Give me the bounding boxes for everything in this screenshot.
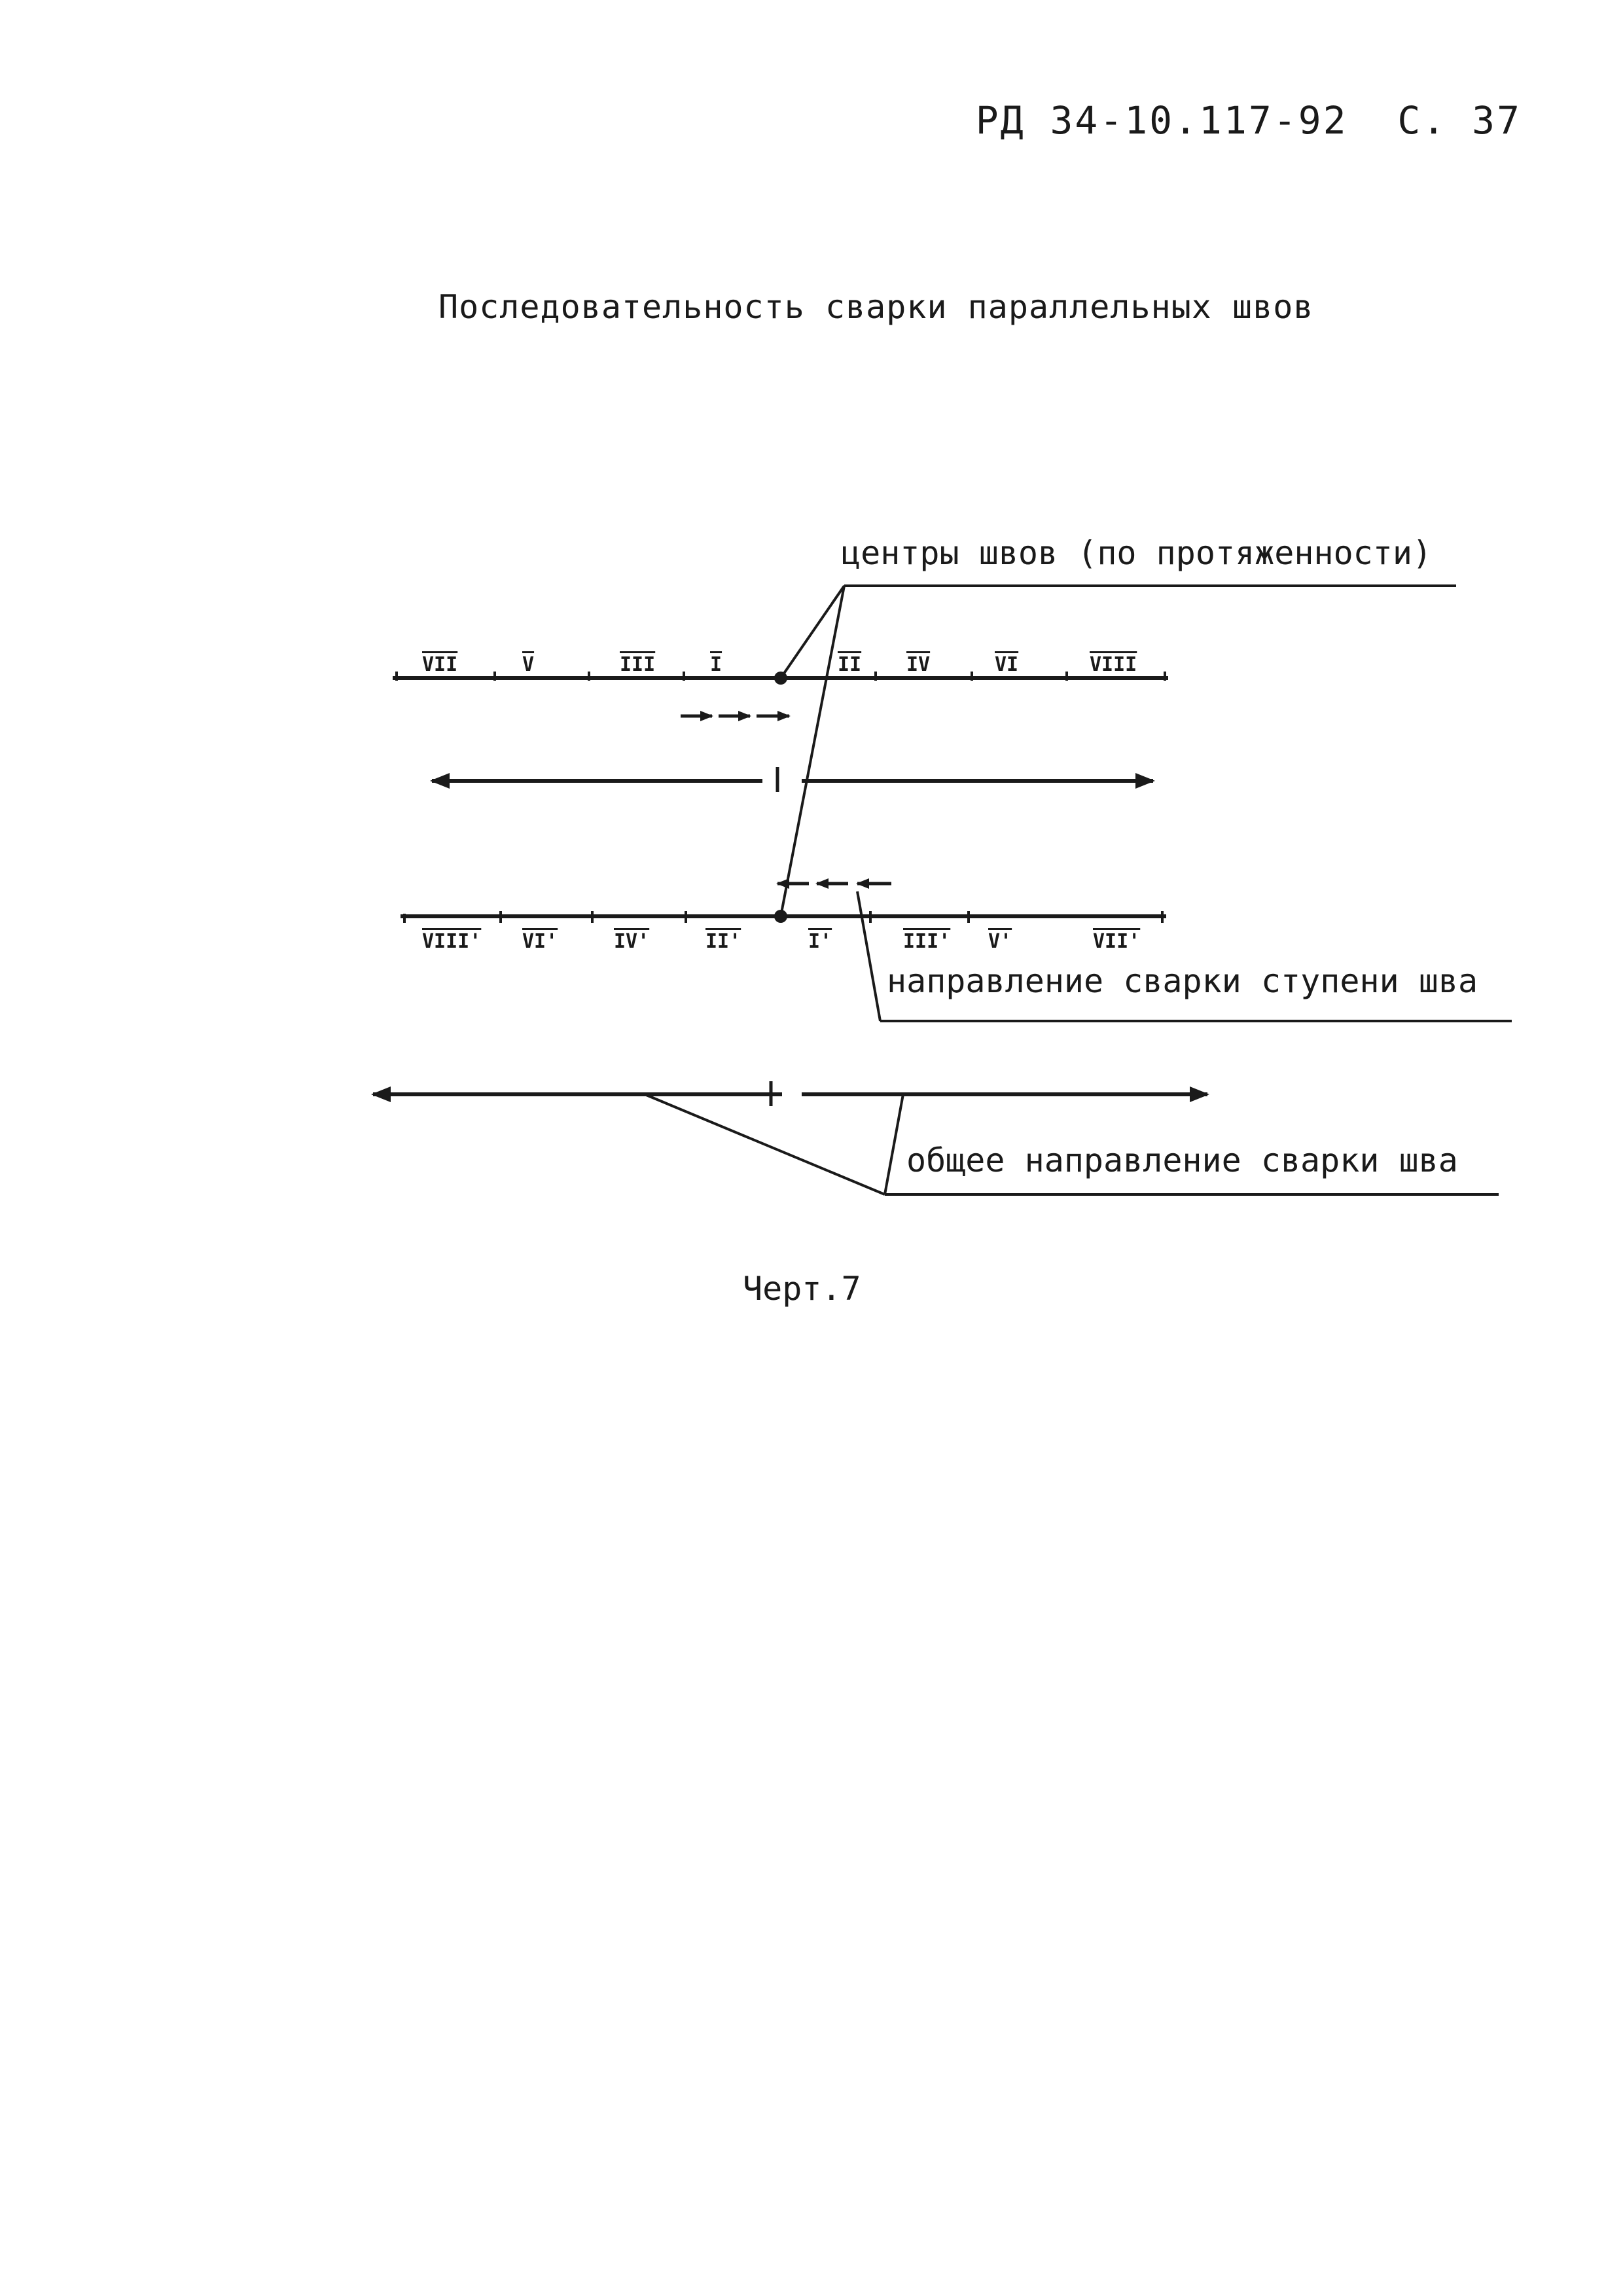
bottom-seam-label: VIII' [422, 930, 481, 953]
top-seam-label: VIII [1090, 653, 1137, 676]
top-seam-ticks [395, 672, 1166, 681]
bottom-seam-label: VI' [522, 930, 558, 953]
bottom-seam-label: V' [988, 930, 1012, 953]
bottom-seam-ticks [403, 911, 1164, 923]
top-seam-label: II [838, 653, 861, 676]
top-seam-labels: VII V III I II IV VI VIII [422, 653, 1137, 676]
top-seam-label: V [522, 653, 534, 676]
page-header: РД 34-10.117-92 С. 37 [976, 98, 1522, 143]
leader-to-bottom-center [779, 585, 846, 917]
bottom-seam-label: I' [808, 930, 832, 953]
bottom-seam-label: IV' [614, 930, 649, 953]
bottom-seam-center-dot [774, 910, 787, 923]
callout-step-direction: направление сварки ступени шва [887, 962, 1478, 1000]
bottom-seam-label: III' [903, 930, 950, 953]
leader-to-overall-right [883, 1094, 904, 1195]
callout-overall-direction: общее направление сварки шва [906, 1141, 1458, 1179]
top-seam-label: VI [995, 653, 1018, 676]
figure-caption: Черт.7 [743, 1270, 861, 1308]
top-seam-label: VII [422, 653, 457, 676]
page-number: С. 37 [1397, 98, 1522, 143]
bottom-seam-label: II' [705, 930, 741, 953]
welding-sequence-diagram: центры швов (по протяженности) VII V III… [371, 534, 1512, 1196]
document-code: РД 34-10.117-92 [975, 98, 1348, 143]
bottom-seam-label: VII' [1093, 930, 1140, 953]
top-seam-label: IV [906, 653, 930, 676]
top-seam-center-dot [774, 672, 787, 685]
callout-seam-centers: центры швов (по протяженности) [841, 534, 1432, 572]
top-seam-label: I [710, 653, 722, 676]
leader-to-overall-left [644, 1093, 885, 1196]
leader-to-top-center [779, 584, 846, 679]
page-title: Последовательность сварки параллельных ш… [438, 288, 1314, 326]
top-seam-label: III [620, 653, 655, 676]
leader-to-step-arrows [856, 891, 882, 1022]
bottom-seam-labels: VIII' VI' IV' II' I' III' V' VII' [422, 930, 1140, 953]
